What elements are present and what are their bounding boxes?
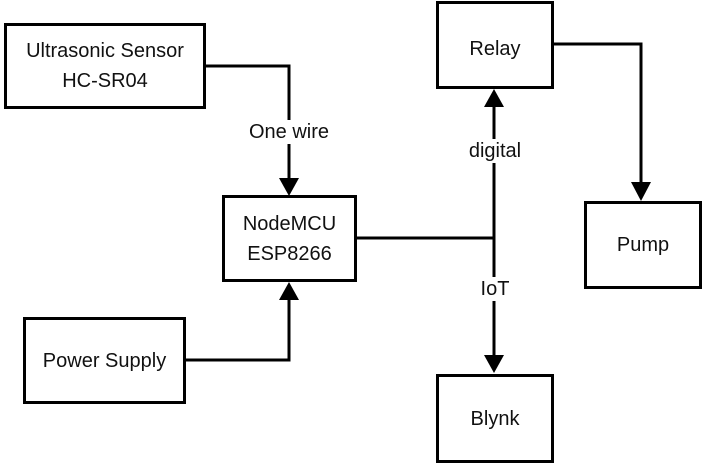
edge-label-iot: IoT (478, 277, 512, 301)
arrowhead-blynk (484, 355, 504, 373)
node-power-supply: Power Supply (23, 317, 186, 404)
arrowhead-pump (631, 182, 651, 201)
edge-power-nodemcu (185, 294, 291, 362)
node-label-line1: Ultrasonic Sensor (26, 40, 184, 62)
node-label-line1: NodeMCU (242, 212, 337, 235)
edge-label-digital: digital (466, 139, 524, 163)
node-label-line1: Pump (616, 234, 670, 256)
node-pump: Pump (584, 201, 702, 289)
edge-ultrasonic-nodemcu (205, 64, 291, 184)
node-nodemcu: NodeMCU ESP8266 (222, 195, 357, 282)
node-label-line2: ESP8266 (247, 242, 332, 265)
node-label-line2: HC-SR04 (62, 70, 148, 92)
node-label-line1: Relay (469, 38, 521, 60)
node-label-line1: Blynk (470, 407, 520, 430)
node-label-line1: Power Supply (42, 349, 167, 372)
arrowhead-nodemcu-bottom (279, 282, 299, 300)
node-blynk: Blynk (436, 374, 554, 463)
arrowhead-relay (484, 89, 504, 107)
edge-relay-pump (553, 42, 643, 190)
node-relay: Relay (436, 1, 554, 89)
node-ultrasonic-sensor: Ultrasonic Sensor HC-SR04 (4, 23, 206, 109)
arrowhead-nodemcu-top (279, 178, 299, 196)
edge-label-one-wire: One wire (246, 120, 332, 144)
